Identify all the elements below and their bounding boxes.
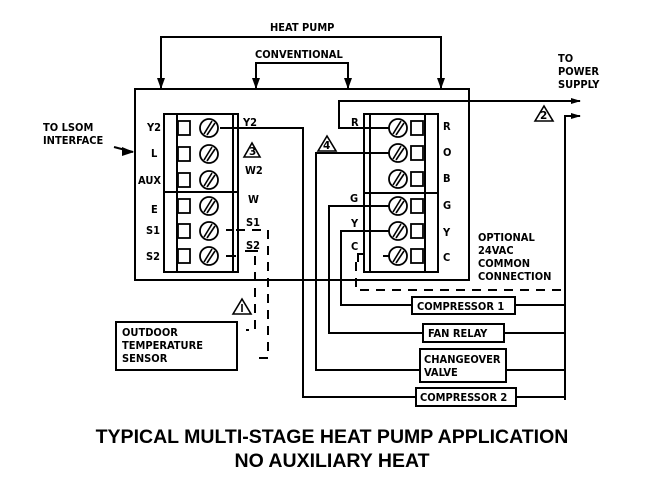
svg-text:2: 2 bbox=[540, 110, 547, 122]
caption-line1: TYPICAL MULTI-STAGE HEAT PUMP APPLICATIO… bbox=[96, 426, 569, 448]
warning-2-icon: 2 bbox=[533, 104, 555, 122]
term-label-e: E bbox=[151, 203, 158, 216]
conventional-label: CONVENTIONAL bbox=[255, 48, 343, 61]
warning-3-icon: 3 bbox=[242, 141, 262, 158]
terminal-tab-right-1 bbox=[410, 145, 424, 161]
term-label-g: G bbox=[443, 199, 451, 212]
svg-text:3: 3 bbox=[249, 146, 256, 158]
term-label-o: O bbox=[443, 146, 451, 159]
wire-g-fan bbox=[328, 205, 423, 334]
lsom-label-line2: INTERFACE bbox=[43, 134, 104, 147]
conventional-arrow-left bbox=[252, 78, 260, 89]
terminal-tab-right-5 bbox=[410, 248, 424, 264]
compressor2-label: COMPRESSOR 2 bbox=[420, 391, 507, 404]
term-label-y2: Y2 bbox=[146, 121, 161, 134]
term-label-y: Y bbox=[442, 226, 451, 239]
terminal-screw-b bbox=[388, 169, 408, 189]
optional-note-line1: OPTIONAL bbox=[478, 231, 535, 244]
term-label-s1: S1 bbox=[146, 224, 160, 237]
power-label-line1: TO bbox=[558, 52, 573, 65]
terminal-screw-r bbox=[388, 118, 408, 138]
left-terminal-block bbox=[163, 113, 239, 273]
wire-o-changeover bbox=[315, 152, 420, 371]
terminal-tab-left-1 bbox=[177, 146, 191, 162]
sensor-label-line3: SENSOR bbox=[122, 352, 168, 365]
heat-pump-bracket bbox=[160, 36, 442, 88]
power-label-line2: POWER bbox=[558, 65, 599, 78]
terminal-screw-s2 bbox=[199, 246, 219, 266]
changeover-valve-box bbox=[419, 348, 507, 383]
wire-s1-sensor bbox=[236, 229, 269, 359]
wire-common-power bbox=[564, 113, 581, 400]
heat-pump-label: HEAT PUMP bbox=[270, 21, 334, 34]
compressor1-label: COMPRESSOR 1 bbox=[417, 300, 504, 313]
right-terminal-block bbox=[363, 113, 439, 273]
changeover-label-line1: CHANGEOVER bbox=[424, 353, 501, 366]
inner-label-s2: S2 bbox=[246, 239, 260, 252]
warning-4-icon: 4 bbox=[316, 134, 338, 152]
optional-note-line3: COMMON bbox=[478, 257, 530, 270]
wire-y-compressor1 bbox=[340, 230, 412, 306]
term-label-b: B bbox=[443, 172, 451, 185]
lsom-label-line1: TO LSOM bbox=[43, 121, 93, 134]
terminal-screw-l bbox=[199, 144, 219, 164]
wire-s2-sensor bbox=[246, 256, 256, 331]
wire-y2-compressor2 bbox=[220, 127, 416, 398]
terminal-screw-c bbox=[388, 246, 408, 266]
terminal-screw-e bbox=[199, 196, 219, 216]
inner-label-c: C bbox=[351, 240, 358, 253]
terminal-tab-left-0 bbox=[177, 120, 191, 136]
heat-pump-arrow-right bbox=[437, 78, 445, 89]
wire-c-optional-common bbox=[355, 262, 565, 291]
conventional-arrow-right bbox=[344, 78, 352, 89]
heat-pump-arrow-left bbox=[157, 78, 165, 89]
terminal-tab-left-5 bbox=[177, 248, 191, 264]
conventional-bracket bbox=[255, 62, 349, 88]
inner-label-g: G bbox=[350, 192, 358, 205]
terminal-screw-o bbox=[388, 143, 408, 163]
terminal-tab-right-2 bbox=[410, 171, 424, 187]
sensor-label-line2: TEMPERATURE bbox=[122, 339, 203, 352]
terminal-tab-left-4 bbox=[177, 223, 191, 239]
terminal-screw-s1 bbox=[199, 221, 219, 241]
terminal-tab-right-4 bbox=[410, 223, 424, 239]
inner-label-w2: W2 bbox=[245, 164, 263, 177]
optional-note-line4: CONNECTION bbox=[478, 270, 551, 283]
terminal-tab-right-0 bbox=[410, 120, 424, 136]
terminal-screw-y bbox=[388, 221, 408, 241]
lsom-arrow bbox=[122, 147, 134, 156]
sensor-label-line1: OUTDOOR bbox=[122, 326, 178, 339]
fan-relay-label: FAN RELAY bbox=[428, 327, 488, 340]
inner-label-s1: S1 bbox=[246, 216, 260, 229]
warning-1-icon bbox=[231, 297, 253, 315]
outdoor-temperature-sensor-box bbox=[115, 321, 238, 371]
term-label-s2: S2 bbox=[146, 250, 160, 263]
terminal-screw-g bbox=[388, 196, 408, 216]
changeover-label-line2: VALVE bbox=[424, 366, 458, 379]
term-label-r: R bbox=[443, 120, 451, 133]
terminal-screw-aux bbox=[199, 170, 219, 190]
caption-line2: NO AUXILIARY HEAT bbox=[234, 450, 429, 472]
inner-label-w: W bbox=[248, 193, 259, 206]
term-label-c: C bbox=[443, 251, 450, 264]
inner-label-y: Y bbox=[350, 217, 359, 230]
power-label-line3: SUPPLY bbox=[558, 78, 600, 91]
optional-note-line2: 24VAC bbox=[478, 244, 514, 257]
terminal-tab-left-2 bbox=[177, 172, 191, 188]
terminal-tab-right-3 bbox=[410, 198, 424, 214]
terminal-tab-left-3 bbox=[177, 198, 191, 214]
wire-r-power bbox=[338, 98, 581, 129]
svg-text:4: 4 bbox=[323, 140, 330, 152]
inner-label-y2: Y2 bbox=[242, 116, 257, 129]
term-label-aux: AUX bbox=[138, 174, 161, 187]
inner-label-r: R bbox=[351, 116, 359, 129]
terminal-screw-y2 bbox=[199, 118, 219, 138]
term-label-l: L bbox=[151, 147, 158, 160]
